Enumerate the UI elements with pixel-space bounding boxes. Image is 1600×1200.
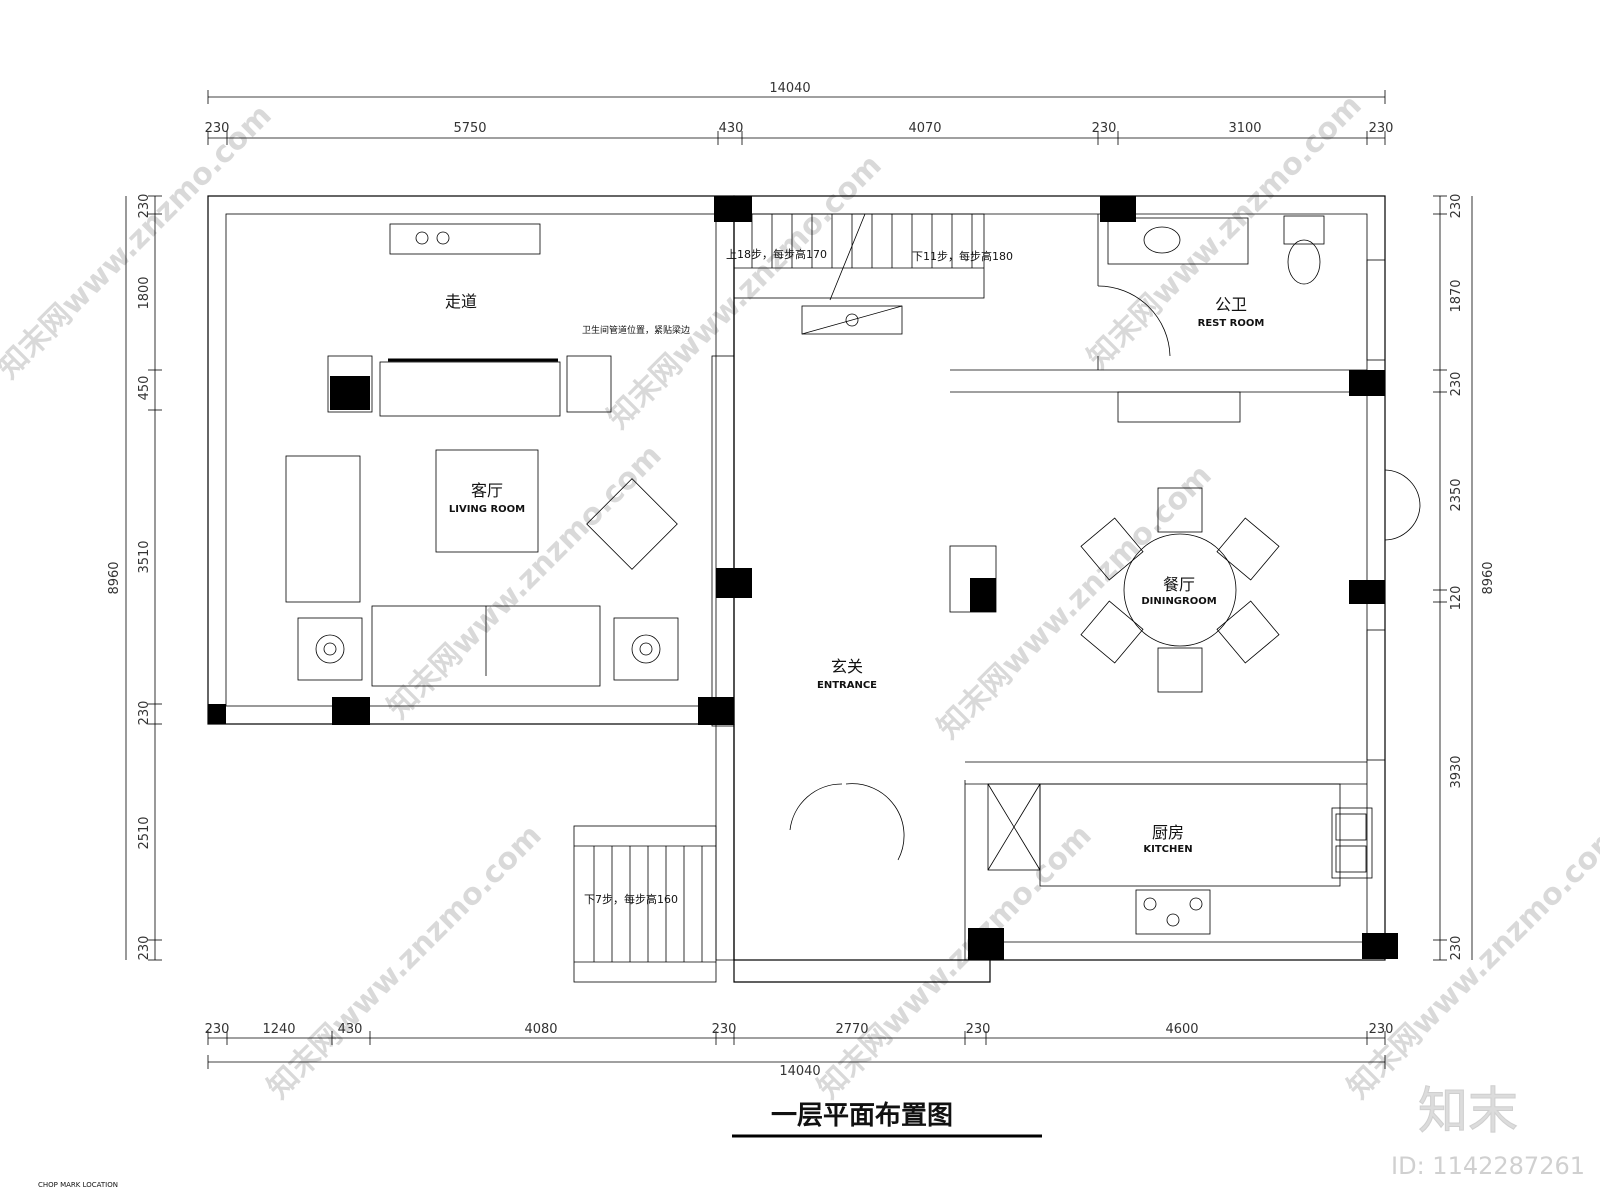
top-dim-4: 4070 bbox=[908, 121, 941, 136]
right-dim-7: 230 bbox=[1449, 936, 1464, 961]
right-dim-6: 3930 bbox=[1449, 755, 1464, 788]
right-dim-5: 120 bbox=[1449, 586, 1464, 611]
brand-id: ID: 1142287261 bbox=[1391, 1152, 1585, 1180]
stair-up-note: 上18步，每步高170 bbox=[726, 247, 827, 261]
watermark-text: 知末网www.znzmo.com bbox=[1341, 818, 1600, 1106]
watermark-text: 知末网www.znzmo.com bbox=[1081, 88, 1369, 376]
doors bbox=[789, 285, 1421, 861]
left-total-dim: 8960 bbox=[107, 561, 122, 594]
entrance-label-en: ENTRANCE bbox=[817, 680, 877, 691]
bottom-dim-5: 230 bbox=[712, 1022, 737, 1037]
bottom-total-dim: 14040 bbox=[779, 1064, 820, 1079]
left-dim-7: 230 bbox=[137, 936, 152, 961]
columns bbox=[208, 196, 1398, 960]
brand-name: 知末 bbox=[1418, 1082, 1518, 1140]
drawing-title: 一层平面布置图 bbox=[732, 1101, 1042, 1138]
bottom-dimensions: 230 1240 430 4080 230 2770 230 4600 230 … bbox=[205, 1022, 1394, 1079]
restroom-fixtures bbox=[1107, 215, 1325, 423]
drawing-title-text: 一层平面布置图 bbox=[771, 1101, 953, 1131]
left-dim-5: 230 bbox=[137, 701, 152, 726]
kitchen-label-cn: 厨房 bbox=[1152, 823, 1184, 842]
bottom-dim-2: 1240 bbox=[262, 1022, 295, 1037]
left-dim-6: 2510 bbox=[137, 816, 152, 849]
top-dim-7: 230 bbox=[1369, 121, 1394, 136]
dining-furniture bbox=[949, 487, 1280, 693]
living-furniture bbox=[285, 223, 679, 687]
restroom-label-en: REST ROOM bbox=[1198, 318, 1265, 329]
bottom-dim-6: 2770 bbox=[835, 1022, 868, 1037]
notes: 上18步，每步高170 下11步，每步高180 下7步，每步高160 卫生间管道… bbox=[582, 247, 1013, 906]
brand-logo: 知末 ID: 1142287261 bbox=[1391, 1082, 1585, 1181]
room-labels: 走道 客厅 LIVING ROOM 公卫 REST ROOM 餐厅 DINING… bbox=[445, 292, 1264, 855]
pipe-note: 卫生间管道位置，紧贴梁边 bbox=[582, 324, 690, 336]
bottom-dim-4: 4080 bbox=[524, 1022, 557, 1037]
watermark-text: 知末网www.znzmo.com bbox=[811, 818, 1099, 1106]
right-dimensions: 230 1870 230 2350 120 3930 230 8960 bbox=[1433, 194, 1496, 961]
dining-label-en: DININGROOM bbox=[1141, 596, 1216, 607]
top-dim-5: 230 bbox=[1092, 121, 1117, 136]
kitchen-label-en: KITCHEN bbox=[1143, 844, 1192, 855]
top-dimensions: 14040 230 5750 430 4070 230 3100 230 bbox=[205, 81, 1394, 145]
bottom-dim-3: 430 bbox=[338, 1022, 363, 1037]
bottom-dim-1: 230 bbox=[205, 1022, 230, 1037]
lower-stairs bbox=[574, 845, 716, 963]
corner-note: CHOP MARK LOCATION bbox=[38, 1181, 118, 1189]
watermark-text: 知末网www.znzmo.com bbox=[381, 438, 669, 726]
left-dim-4: 3510 bbox=[137, 540, 152, 573]
watermark-text: 知末网www.znzmo.com bbox=[601, 148, 889, 436]
left-dimensions: 8960 230 1800 450 3510 230 2510 230 bbox=[107, 194, 162, 961]
stair-down-note: 下11步，每步高180 bbox=[912, 249, 1013, 263]
restroom-label-cn: 公卫 bbox=[1215, 295, 1247, 314]
upper-stairs bbox=[733, 213, 985, 335]
left-dim-2: 1800 bbox=[137, 276, 152, 309]
top-dim-3: 430 bbox=[719, 121, 744, 136]
dining-label-cn: 餐厅 bbox=[1163, 575, 1195, 594]
top-dim-6: 3100 bbox=[1228, 121, 1261, 136]
right-dim-3: 230 bbox=[1449, 372, 1464, 397]
stair-lower-note: 下7步，每步高160 bbox=[584, 892, 678, 906]
right-total-dim: 8960 bbox=[1481, 561, 1496, 594]
bottom-dim-8: 4600 bbox=[1165, 1022, 1198, 1037]
right-dim-1: 230 bbox=[1449, 194, 1464, 219]
right-dim-2: 1870 bbox=[1449, 279, 1464, 312]
bottom-dim-7: 230 bbox=[966, 1022, 991, 1037]
right-dim-4: 2350 bbox=[1449, 478, 1464, 511]
watermark-text: 知末网www.znzmo.com bbox=[0, 98, 279, 386]
watermark-text: 知末网www.znzmo.com bbox=[261, 818, 549, 1106]
top-dim-1: 230 bbox=[205, 121, 230, 136]
living-label-cn: 客厅 bbox=[471, 481, 503, 500]
left-dim-1: 230 bbox=[137, 194, 152, 219]
top-dim-2: 5750 bbox=[453, 121, 486, 136]
corridor-label: 走道 bbox=[445, 292, 477, 311]
top-total-dim: 14040 bbox=[769, 81, 810, 96]
bottom-dim-9: 230 bbox=[1369, 1022, 1394, 1037]
living-label-en: LIVING ROOM bbox=[449, 504, 525, 515]
entrance-label-cn: 玄关 bbox=[831, 657, 863, 676]
left-dim-3: 450 bbox=[137, 376, 152, 401]
walls bbox=[207, 195, 1386, 983]
kitchen-fixtures bbox=[1135, 807, 1373, 935]
